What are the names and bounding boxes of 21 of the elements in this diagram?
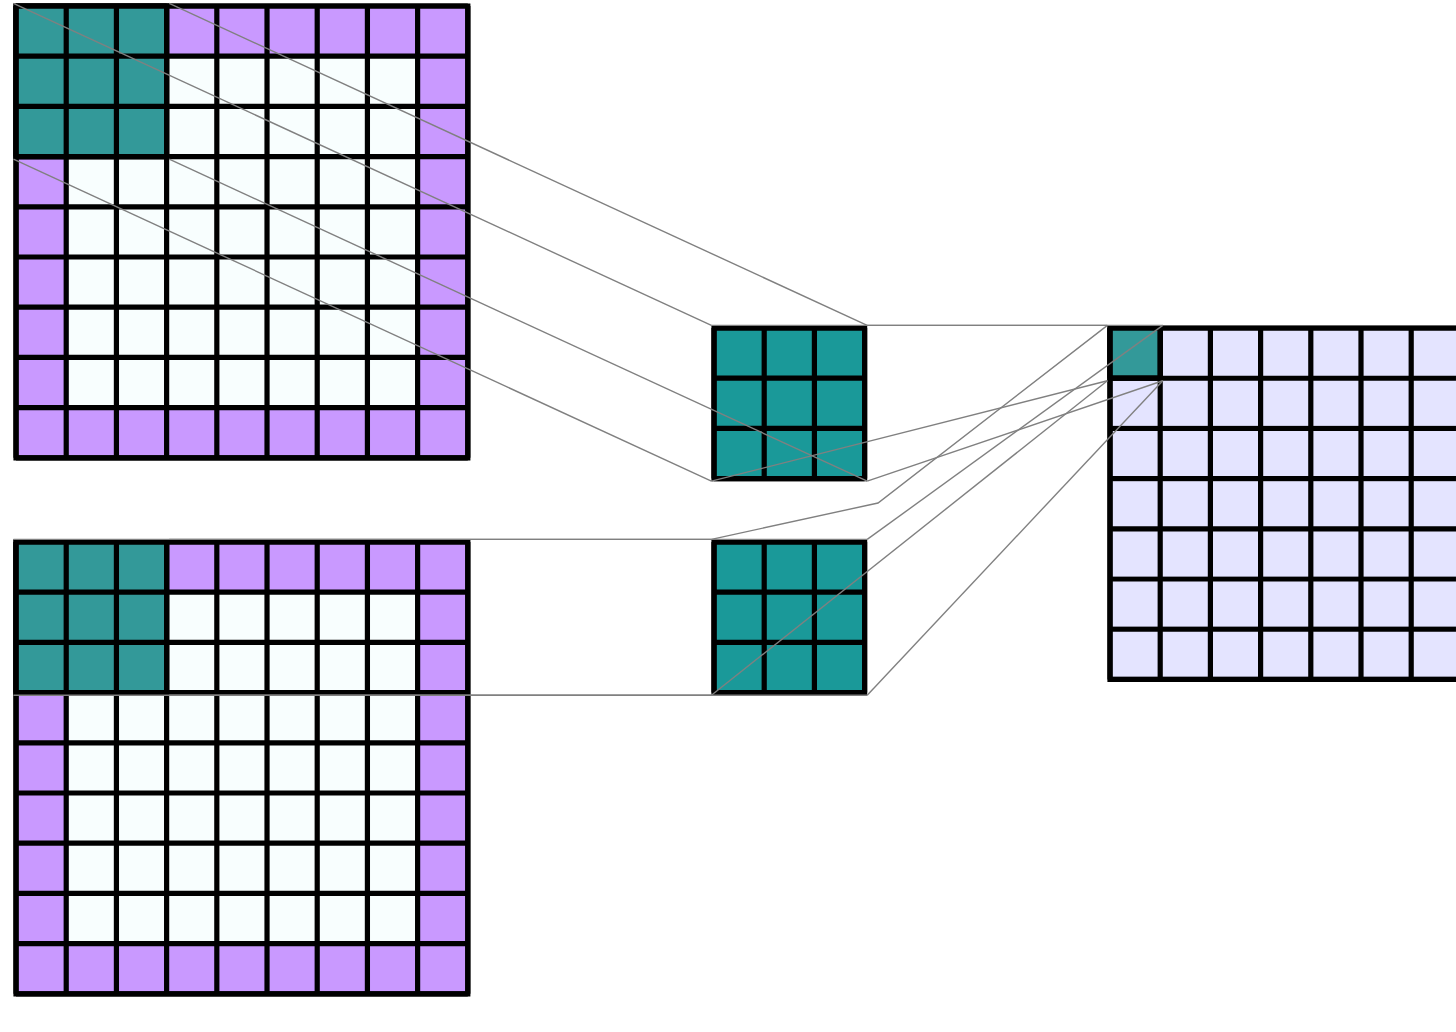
connector-line — [866, 324, 1164, 541]
connector-line — [866, 324, 1164, 327]
input-grid-drawing — [13, 3, 471, 461]
connector-line — [12, 158, 713, 482]
connector-line — [168, 2, 868, 327]
highlighted-patch — [13, 539, 170, 696]
kernel-grid — [711, 539, 868, 696]
output-grid-drawing — [1107, 325, 1456, 682]
connector-line — [866, 380, 1164, 482]
highlighted-patch — [13, 3, 170, 160]
connector-line — [168, 158, 868, 482]
input-grid-drawing — [13, 539, 471, 997]
connector-line — [12, 2, 713, 327]
connector-line — [710, 324, 1109, 541]
connector-line — [710, 380, 1109, 696]
connector-line — [168, 694, 868, 696]
connector-line — [710, 380, 1109, 482]
connector-line — [168, 538, 868, 541]
highlighted-cell — [1107, 325, 1163, 381]
kernel-grid — [711, 325, 868, 482]
connector-line — [866, 380, 1164, 696]
